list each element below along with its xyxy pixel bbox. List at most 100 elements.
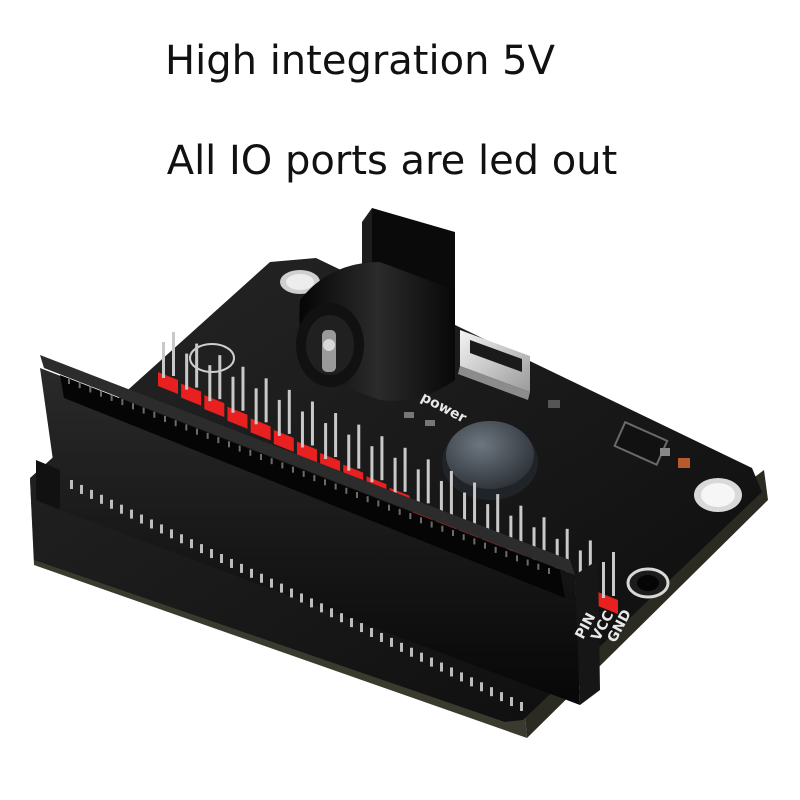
header-pin xyxy=(254,388,258,425)
slot-contact xyxy=(153,411,156,418)
slot-contact xyxy=(100,390,102,397)
header-pin xyxy=(185,353,189,390)
header-pin xyxy=(162,342,165,378)
edge-contact xyxy=(160,524,163,534)
slot-contact xyxy=(89,386,92,393)
slot-contact xyxy=(68,378,70,384)
edge-contact xyxy=(250,568,253,578)
slot-contact xyxy=(78,382,81,389)
edge-contact xyxy=(90,489,93,499)
header-pin xyxy=(578,550,582,587)
smd-components xyxy=(404,400,690,468)
header-pin xyxy=(300,411,304,448)
slot-contact xyxy=(313,475,316,482)
edge-contact xyxy=(440,662,443,672)
header-pin xyxy=(287,389,291,434)
edge-contact xyxy=(230,558,233,568)
slot-contact xyxy=(388,504,390,511)
header-pin xyxy=(241,366,245,411)
header-pin xyxy=(357,424,361,469)
edge-contact xyxy=(120,504,123,514)
header-pin xyxy=(426,459,430,504)
headline-io-ports: All IO ports are led out xyxy=(166,138,618,184)
edge-contact xyxy=(260,573,263,583)
slot-contact xyxy=(228,441,230,448)
silkscreen-circle xyxy=(189,343,235,373)
edge-contact xyxy=(460,672,463,682)
header-pin xyxy=(542,517,546,562)
edge-contact xyxy=(480,682,483,692)
edge-contact xyxy=(310,598,313,608)
mounting-hole-top xyxy=(280,270,320,294)
slot-contact xyxy=(238,445,241,452)
edge-contact xyxy=(290,588,293,598)
slot-contact xyxy=(270,458,273,465)
slot-contact xyxy=(345,487,348,494)
slot-contact xyxy=(409,513,412,520)
mounting-hole-front xyxy=(626,567,670,599)
slot-contact xyxy=(377,500,380,507)
edge-contact xyxy=(280,583,283,593)
edge-contact xyxy=(420,652,423,662)
edge-contact xyxy=(330,608,333,618)
slot-contact xyxy=(356,492,358,498)
header-pin xyxy=(416,469,420,506)
slot-contact xyxy=(537,563,540,570)
edge-contact xyxy=(410,647,413,657)
header-pin xyxy=(380,436,384,481)
edge-contact xyxy=(110,499,113,509)
header-pin xyxy=(509,515,513,552)
edge-contact xyxy=(450,667,453,677)
header-pin xyxy=(496,494,500,539)
edge-contact xyxy=(380,632,383,642)
slot-contact xyxy=(484,542,486,549)
edge-contact xyxy=(130,509,133,519)
edge-contact xyxy=(370,628,373,637)
edge-contact xyxy=(350,618,353,628)
slot-contact xyxy=(452,530,454,536)
slot-contact xyxy=(473,538,476,545)
header-pin xyxy=(532,527,536,564)
header-pin xyxy=(370,446,374,483)
slot-contact xyxy=(302,470,305,477)
edge-contact xyxy=(400,642,403,652)
slot-contact xyxy=(516,555,518,562)
header-pin xyxy=(519,505,523,550)
edge-contact xyxy=(430,657,433,667)
slot-contact xyxy=(121,399,124,406)
slot-contact xyxy=(334,483,337,490)
edge-contact xyxy=(320,603,323,613)
edge-contact xyxy=(390,637,393,647)
edge-contact xyxy=(190,539,193,549)
header-pin xyxy=(208,365,212,402)
slot-contact xyxy=(196,428,198,435)
slot-contact xyxy=(132,403,134,410)
slot-contact xyxy=(249,449,252,456)
header-pin xyxy=(310,401,314,446)
slot-contact xyxy=(420,517,422,524)
buzzer xyxy=(442,421,538,500)
slot-contact xyxy=(526,559,529,566)
slot-contact xyxy=(548,568,550,574)
edge-contact xyxy=(360,623,363,633)
header-pin xyxy=(565,528,569,573)
headline-integration: High integration 5V xyxy=(165,38,555,84)
slot-contact xyxy=(142,407,145,414)
edge-contact xyxy=(140,514,143,524)
header-pin xyxy=(264,378,268,423)
header-pin xyxy=(195,343,199,388)
micro-usb-port xyxy=(458,330,530,400)
slot-contact xyxy=(324,479,326,486)
edge-contact xyxy=(520,702,523,711)
slot-contact xyxy=(505,551,508,558)
edge-contact xyxy=(240,563,243,573)
header-pin xyxy=(218,355,222,400)
edge-connector-contacts xyxy=(68,378,550,711)
header-pin xyxy=(486,504,490,541)
slot-contact xyxy=(206,432,209,439)
slot-contact xyxy=(164,416,166,422)
slot-contact xyxy=(494,546,497,553)
edge-contact xyxy=(500,692,503,702)
slot-contact xyxy=(217,437,220,444)
